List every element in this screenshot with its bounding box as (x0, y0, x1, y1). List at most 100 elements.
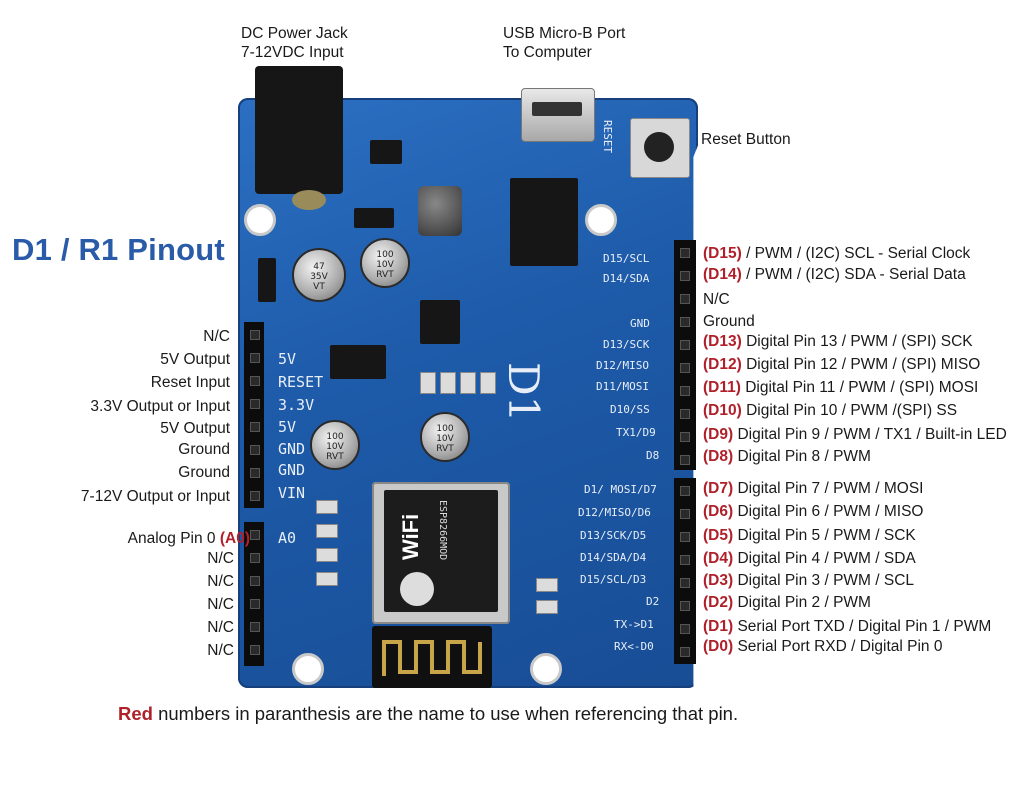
header-pin-hole (250, 376, 260, 386)
left-pin-label: 3.3V Output or Input (90, 398, 230, 415)
silk-vin: VIN (278, 484, 306, 502)
left-analog-label: N/C (207, 642, 234, 659)
left-pin-label: N/C (203, 328, 230, 345)
right-pin-label: N/C (703, 291, 730, 309)
header-pin-hole (680, 486, 690, 496)
smd-resistor (536, 578, 558, 592)
module-label: ESP8266MOD (437, 500, 448, 561)
header-pin-hole (250, 330, 260, 340)
power-jack-label-line1: DC Power Jack (241, 25, 348, 42)
silk-d12-miso: D12/MISO (596, 359, 649, 372)
left-analog-label: N/C (207, 550, 234, 567)
smd-resistor (480, 372, 496, 394)
silk-d11-mosi: D11/MOSI (596, 380, 649, 393)
pin-name: (D12) (703, 356, 742, 373)
antenna-trace-icon (382, 640, 482, 676)
left-analog-label: N/C (207, 573, 234, 590)
smd-resistor (316, 572, 338, 586)
header-pin-hole (680, 432, 690, 442)
silk-reset: RESET (601, 120, 614, 154)
silk-d10-ss: D10/SS (610, 403, 650, 416)
power-jack-label-line2: 7-12VDC Input (241, 44, 344, 61)
mounting-hole (292, 653, 324, 685)
pin-name: (D15) (703, 245, 742, 262)
left-pin-label: Reset Input (150, 374, 230, 391)
right-pin-label: (D3) Digital Pin 3 / PWM / SCL (703, 572, 914, 590)
pin-description: Digital Pin 10 / PWM /(SPI) SS (741, 402, 958, 419)
header-pin-hole (680, 317, 690, 327)
pin-description: Serial Port RXD / Digital Pin 0 (733, 638, 943, 655)
pin-name: (D7) (703, 480, 734, 497)
smd-resistor (460, 372, 476, 394)
pin-description: N/C (703, 291, 730, 308)
header-pin-hole (680, 363, 690, 373)
inductor (418, 186, 462, 236)
smd-resistor (316, 524, 338, 538)
header-pin-hole (680, 647, 690, 657)
reset-button-cap[interactable] (644, 132, 674, 162)
left-pin-label: Ground (178, 441, 230, 458)
silk-d2: D2 (646, 595, 660, 608)
pin-name: (D1) (703, 618, 734, 635)
right-pin-label: (D12) Digital Pin 12 / PWM / (SPI) MISO (703, 356, 980, 374)
pin-description: Digital Pin 7 / PWM / MOSI (733, 480, 924, 497)
silk-d15-scl: D15/SCL (603, 252, 650, 265)
capacitor-100uf: 100 10V RVT (360, 238, 410, 288)
cap-label: RVT (376, 270, 394, 280)
pin-description: / PWM / (I2C) SDA - Serial Data (741, 266, 966, 283)
usb-serial-chip (510, 178, 578, 266)
header-pin-hole (250, 645, 260, 655)
cap-label: 100 (436, 424, 454, 434)
smd-resistor (536, 600, 558, 614)
smd-resistor (440, 372, 456, 394)
dc-power-jack (255, 66, 343, 194)
reset-button-label: Reset Button (701, 131, 791, 148)
usb-port-label-line1: USB Micro-B Port (503, 25, 626, 42)
cap-label: VT (313, 282, 325, 292)
header-pin-hole (250, 422, 260, 432)
cap-label: 10V (326, 442, 344, 452)
left-pin-label: 5V Output (160, 420, 230, 437)
silk-d8: D8 (646, 449, 660, 462)
silk-tx1-d9: TX1/D9 (616, 426, 656, 439)
pin-description: Digital Pin 11 / PWM / (SPI) MOSI (740, 379, 979, 396)
pin-description: Digital Pin 4 / PWM / SDA (733, 550, 916, 567)
mounting-hole (530, 653, 562, 685)
silk-board-name: D1 (499, 362, 548, 423)
pin-name: (D9) (703, 426, 734, 443)
left-analog-label: N/C (207, 596, 234, 613)
capacitor-100uf: 100 10V RVT (420, 412, 470, 462)
pin-name: (D4) (703, 550, 734, 567)
capacitor-47uf: 47 35V VT (292, 248, 346, 302)
header-pin-hole (680, 578, 690, 588)
analog-pin-name: (A0) (219, 530, 250, 547)
right-pin-label: (D8) Digital Pin 8 / PWM (703, 448, 871, 466)
pin-name: (D11) (703, 379, 741, 396)
header-pin-hole (680, 271, 690, 281)
cap-label: 47 (313, 262, 325, 272)
header-pin-hole (250, 530, 260, 540)
left-pin-label: Ground (178, 464, 230, 481)
cap-label: RVT (326, 452, 344, 462)
silk-d13-sck: D13/SCK (603, 338, 650, 351)
footer-text: numbers in paranthesis are the name to u… (152, 703, 739, 724)
right-pin-label: (D2) Digital Pin 2 / PWM (703, 594, 871, 612)
pin-name: (D6) (703, 503, 734, 520)
right-pin-label: (D7) Digital Pin 7 / PWM / MOSI (703, 480, 924, 498)
left-analog-header (244, 522, 264, 666)
right-pin-label: (D0) Serial Port RXD / Digital Pin 0 (703, 638, 942, 656)
header-pin-hole (680, 386, 690, 396)
right-pin-label: (D9) Digital Pin 9 / PWM / TX1 / Built-i… (703, 426, 1007, 444)
pin-description: Serial Port TXD / Digital Pin 1 / PWM (733, 618, 992, 635)
regulator-chip (420, 300, 460, 344)
header-pin-hole (680, 294, 690, 304)
right-pin-label: (D1) Serial Port TXD / Digital Pin 1 / P… (703, 618, 991, 636)
cap-label: 100 (376, 250, 394, 260)
header-pin-hole (680, 555, 690, 565)
page-title: D1 / R1 Pinout (12, 232, 225, 267)
usb-port-opening (532, 102, 582, 116)
pin-name: (D13) (703, 333, 742, 350)
header-pin-hole (250, 599, 260, 609)
usb-port-label-line2: To Computer (503, 44, 592, 61)
cap-label: RVT (436, 444, 454, 454)
